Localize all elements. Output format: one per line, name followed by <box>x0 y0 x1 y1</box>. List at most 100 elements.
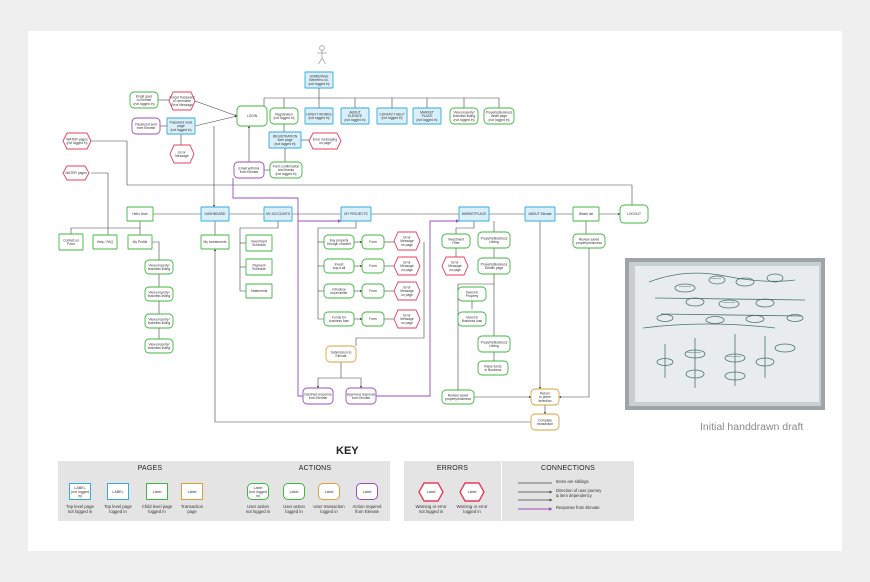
node-label: Listing <box>489 344 499 348</box>
node-shape <box>477 231 511 249</box>
handdrawn-draft-sketch <box>629 262 821 406</box>
node-shape <box>268 131 302 149</box>
node-label: Invest in <box>466 315 478 319</box>
node-water-pages-2: WATER pages <box>62 165 90 181</box>
node-label: View property/ <box>148 290 169 294</box>
node-label: Schedule <box>252 243 266 247</box>
node-label: (not logged in) <box>170 128 191 132</box>
node-label: Business loan <box>462 319 483 323</box>
node-shape <box>572 233 606 249</box>
node-my-projects: MY PROJECTS <box>340 206 372 222</box>
node-marketplace: MARKETPLACE <box>458 206 490 222</box>
node-shape <box>477 335 511 353</box>
node-shape <box>302 387 334 405</box>
node-label: Help / FAQ <box>97 240 114 244</box>
node-label: Raise funds <box>484 364 502 368</box>
user-figure-icon <box>317 45 327 65</box>
node-view-listing-3: View property/business listing <box>144 313 174 329</box>
node-shape <box>269 107 299 125</box>
node-contact-help: CONTACT HELP(not logged in) <box>376 107 408 125</box>
node-shape <box>129 91 159 109</box>
node-label: Benefit to co. <box>309 78 328 82</box>
node-label: Declined response <box>304 392 331 396</box>
node-label: MY PROJECTS <box>344 212 368 216</box>
node-shape <box>323 311 355 327</box>
node-shape <box>477 257 511 275</box>
node-label: Error Message <box>171 103 193 107</box>
key-top-page-not-logged-swatch: LABEL(not logged in) <box>69 483 91 500</box>
node-label: Invest in <box>466 290 478 294</box>
node-label: Review saved <box>448 393 469 397</box>
node-label: MARKET <box>420 110 434 114</box>
edge-home-sitemap <box>319 97 500 108</box>
key-elevate-response-text: Response from Elevate <box>556 505 600 510</box>
node-label: Error messaging <box>313 137 337 141</box>
node-label: detail page <box>491 114 507 118</box>
key-actions-heading: ACTIONS <box>298 465 332 472</box>
edge-declined-projects <box>297 219 342 397</box>
node-shape <box>323 283 355 299</box>
node-shape <box>345 387 377 405</box>
node-label: ABOUT <box>349 110 360 114</box>
node-label: business listing <box>148 346 171 350</box>
node-login: LOGIN <box>236 105 268 127</box>
edge-detail-options <box>457 274 495 397</box>
node-label: (not logged in) <box>275 172 296 176</box>
node-label: Complete <box>538 418 552 422</box>
node-label: Form <box>67 242 75 246</box>
node-label: buy-it-all <box>333 266 346 270</box>
node-shape <box>127 234 153 250</box>
key-action-not-logged-swatch: Label(not logged in) <box>247 483 269 500</box>
node-shape <box>572 206 600 222</box>
node-shape <box>168 91 196 111</box>
node-shape <box>524 206 556 222</box>
node-label: ELEVATE <box>348 114 363 118</box>
edge-home-login <box>263 88 320 108</box>
node-dashboard: DASHBOARD <box>200 206 230 222</box>
node-label: Form <box>369 317 377 321</box>
edge-review2-return <box>558 248 590 399</box>
node-shape <box>441 389 475 405</box>
node-label: Return <box>540 391 550 395</box>
node-label: to Elevate <box>137 98 152 102</box>
node-label: from Elevate <box>352 396 371 400</box>
node-label: Forgot Password <box>170 95 195 99</box>
node-shape <box>323 258 355 274</box>
node-label: (not logged in) <box>308 116 329 120</box>
node-shape <box>441 256 469 276</box>
node-label: Submission to <box>331 350 352 354</box>
node-shape <box>144 313 174 329</box>
key-error-logged-label: Label <box>468 490 477 494</box>
node-label: ABOUT Elevate <box>528 212 551 216</box>
node-label: on page <box>449 268 461 272</box>
node-shape <box>169 144 195 164</box>
node-label: Statements <box>251 289 268 293</box>
node-shape <box>619 204 649 224</box>
key-top-page-logged-swatch: LABEL <box>107 483 129 500</box>
node-shape <box>458 206 490 222</box>
edge-water-logout <box>91 140 633 205</box>
node-label: Details page <box>485 266 503 270</box>
node-label: Form <box>369 289 377 293</box>
node-label: from Elevate <box>309 396 328 400</box>
node-label: Message <box>400 239 414 243</box>
node-shape <box>245 234 273 252</box>
draft-caption: Initial handdrawn draft <box>700 421 804 433</box>
node-label: Payment <box>252 263 265 267</box>
node-shape <box>308 132 342 150</box>
node-logout: LOGOUT <box>619 204 649 224</box>
